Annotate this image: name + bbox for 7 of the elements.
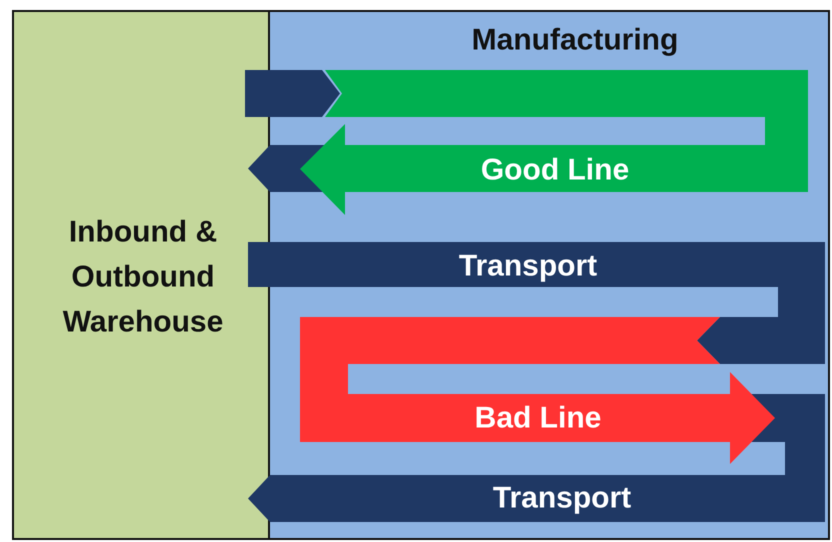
band-label: Transport	[492, 482, 632, 514]
warehouse-panel	[12, 10, 270, 540]
band-label: Bad Line	[474, 402, 602, 434]
panel-title: Inbound & Outbound Warehouse	[62, 214, 224, 340]
panel-title: Manufacturing	[472, 24, 678, 56]
band-label: Transport	[458, 250, 598, 282]
band-label: Good Line	[480, 154, 630, 186]
